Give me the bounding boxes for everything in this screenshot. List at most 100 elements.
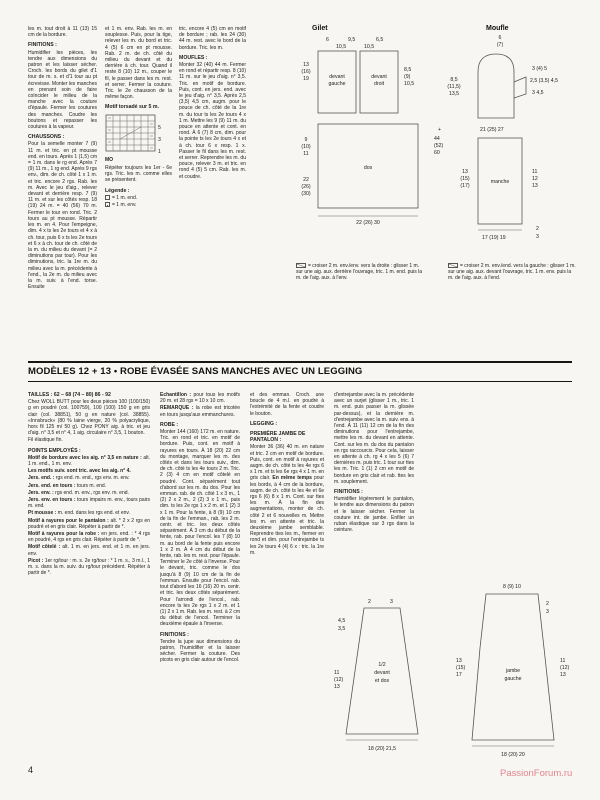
measurement-label: (16) [301, 69, 310, 75]
measurement-label: 6 [326, 37, 329, 43]
measurement-label: 11 [560, 658, 565, 664]
paragraph-text: Monter 36 (36) 40 m. en nature et tric. … [250, 444, 324, 482]
paragraph: Motif à rayures pour le pantalon : alt. … [28, 518, 150, 530]
measurement-label: (11,5) [447, 84, 460, 90]
chart-row-number: 5 [158, 125, 161, 131]
jambe-schematic: 8 (9) 10 2 3 13 (15) 17 11 (12) 13 jambe… [456, 584, 569, 758]
measurement-label: 17 (19) 19 [482, 235, 506, 241]
measurement-label: 60 [434, 150, 440, 156]
section-title: MODÈLES 12 + 13 • ROBE ÉVASÉE SANS MANCH… [28, 366, 363, 377]
paragraph: Les motifs suiv. sont tric. avec les aig… [28, 468, 150, 474]
chart-row-number: 1 [158, 149, 161, 155]
paragraph-text: m. end. dans les rgs end. et env. [56, 510, 130, 517]
paragraph: Monter 32 (40) 44 m. Fermer en rond et r… [179, 62, 246, 180]
piece-label-devant-droit: devant [371, 74, 387, 80]
paragraph-text: tours m. end. [75, 482, 107, 489]
legend-label: = 1 m. env. [112, 202, 137, 209]
measurement-label: 11 [334, 670, 339, 676]
diagram-title: Gilet [312, 25, 328, 32]
measurement-label: (17) [460, 183, 469, 189]
paragraph-text: alt. * 2 x 2 rgs en poudré et en gris cl… [28, 517, 150, 530]
measurement-label: 8 (9) 10 [503, 584, 521, 590]
cable-chart-grid: 5 3 1 [105, 114, 161, 155]
paragraph: Pt mousse : m. end. dans les rgs end. et… [28, 510, 150, 516]
measurement-label: 10,5 [336, 44, 346, 50]
measurement-label: 13 [462, 169, 468, 175]
knit-stitch-symbol-icon [105, 195, 110, 201]
heading-premiere-jambe: PREMIÈRE JAMBE DE PANTALON : [250, 431, 306, 444]
heading-finitions: FINITIONS : [28, 42, 57, 49]
paragraph: Pour la semelle monter 7 (9) 11 m. et tr… [28, 141, 97, 291]
bold-lead: Jers. env. en tours : [28, 497, 76, 504]
bottom-column-2: Échantillon : pour tous les motifs 20 m.… [160, 392, 240, 764]
measurement-label: 3 [546, 609, 549, 615]
measurement-label: (10) [301, 144, 310, 150]
cable-note-left-cross: = croiser 2 m. env./end. vers la gauche … [448, 263, 578, 282]
measurement-label: 11 [303, 151, 308, 157]
bold-lead: Motif de bordure avec les aig. n° 3,5 en… [28, 454, 142, 461]
heading-finitions-robe: FINITIONS : [160, 631, 189, 638]
paragraph: et 1 m. env. Rab. les m. en souplesse. P… [105, 26, 172, 101]
measurement-label: 12 [532, 176, 538, 182]
bold-lead: Motif à rayures pour la robe : [28, 531, 100, 538]
paragraph: Tendre la jupe aux dimensions du patron,… [160, 638, 240, 664]
measurement-label: 2 [546, 601, 549, 607]
bold-lead: Pt mousse : [28, 510, 57, 517]
piece-label-devant-gauche: devant [329, 74, 345, 80]
heading-motif-torsade: Motif torsadé sur 5 m. [105, 104, 159, 111]
paragraph: Répéter toujours les 1er - 6e rgs. Tric.… [105, 165, 172, 184]
page-number: 4 [28, 765, 34, 775]
measurement-label: 19 [303, 76, 309, 82]
bold-lead: Les motifs suiv. sont tric. avec les aig… [28, 468, 131, 475]
piece-label-demi-devant-dos: 1/2 [378, 662, 385, 668]
bold-lead: Motif à rayures pour le pantalon : [28, 517, 109, 524]
top-column-3: tric. encore 4 (5) cm en motif de bordur… [179, 26, 246, 358]
measurement-label: (15) [456, 665, 465, 671]
heading-finitions-legging: FINITIONS : [334, 489, 363, 496]
measurement-label: (7) [497, 42, 504, 48]
measurement-label: (26) [301, 184, 310, 190]
measurement-label: 13 [456, 658, 462, 664]
section-divider-rule [28, 381, 572, 382]
piece-label-dos: dos [364, 165, 373, 171]
bold-lead: En même temps [272, 475, 312, 482]
section-divider-rule [28, 361, 572, 363]
measurement-label: 44 [434, 136, 440, 142]
measurement-label: (12) [334, 677, 343, 683]
paragraph-text: tours impairs m. env., tours pairs m. en… [28, 497, 150, 510]
bottom-column-4: d'entrejambe avec la m. précédente avec … [334, 392, 414, 590]
piece-label-jambe-gauche: gauche [504, 676, 521, 682]
measurement-label: 6 [499, 35, 502, 41]
paragraph: Jers. env. en tours : tours impairs m. e… [28, 497, 150, 509]
measurement-label: (15) [460, 176, 469, 182]
measurement-label: 9,5 [348, 37, 355, 43]
paragraph: Jers. end. : rgs end. m. end., rgs env. … [28, 475, 150, 481]
robe-schematic: 2 3 4,5 3,5 11 (12) 13 1/2 devant et dos… [334, 599, 419, 752]
cable-left-cross-icon [448, 263, 458, 269]
paragraph-text: alt. 1 m. end., 1 m. env. [28, 454, 150, 468]
measurement-label: 8,5 [450, 77, 457, 83]
heading-moufles: MOUFLES : [179, 54, 208, 61]
bold-lead: Jers. env. : [28, 489, 54, 496]
measurement-label: 18 (20) 21,5 [368, 746, 396, 752]
measurement-label: 3 [390, 599, 393, 605]
paragraph-text: pour tous les motifs 20 m. et 28 rgs = 1… [160, 392, 240, 405]
paragraph-text: pour les bords, à 4 cm de la bordure, au… [250, 475, 324, 556]
paragraph-text: alt. 1 m. en jers. end. et 1 m. en jers.… [28, 544, 150, 557]
paragraph: les m. tout droit à 11 (13) 15 cm de la … [28, 26, 97, 39]
measurement-label: 10,5 [364, 44, 374, 50]
measurement-label: 13,5 [449, 91, 459, 97]
paragraph: d'entrejambe avec la m. précédente avec … [334, 392, 414, 485]
paragraph-text: rgs end. m. env., rgs env. m. end. [53, 489, 129, 496]
heading-chaussons: CHAUSSONS : [28, 134, 65, 141]
note-text: = croiser 2 m. env./env. vers la droite … [296, 263, 423, 282]
chart-caption: MO [105, 156, 114, 163]
bold-lead: Échantillon : [160, 392, 192, 398]
paragraph: tric. encore 4 (5) cm en motif de bordur… [179, 26, 246, 51]
measurement-label: 8,5 [404, 67, 411, 73]
moufle-schematic: Moufle 6 (7) 8,5 (11,5) 13,5 3 (4) 5 2,5… [447, 25, 558, 241]
piece-label-demi-devant-dos: devant [374, 670, 390, 676]
diagram-title: Moufle [486, 25, 509, 32]
measurement-label: 13 [560, 672, 566, 678]
watermark: PassionForum.ru [500, 768, 573, 779]
